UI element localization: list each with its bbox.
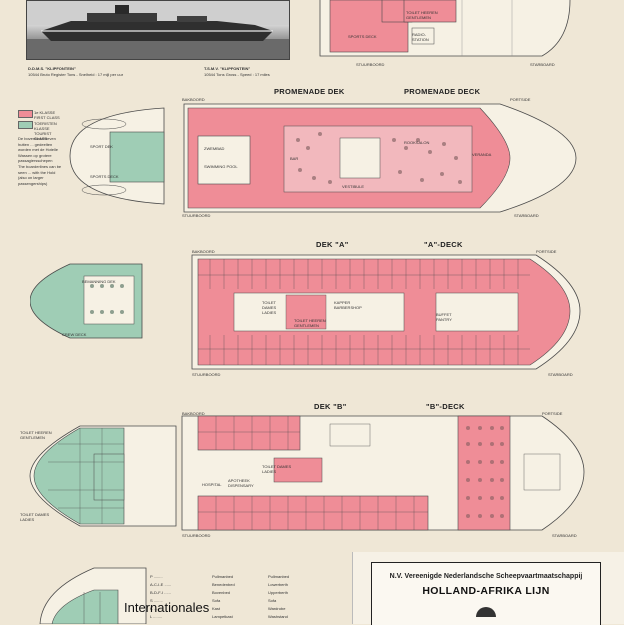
deck-a-stuurboord-label: STUURBOORD bbox=[192, 372, 221, 377]
key-right-2: Upperberth bbox=[268, 590, 289, 595]
promenade-bakboord-label: BAKBOORD bbox=[182, 97, 205, 102]
key-right-1: Lowerberth bbox=[268, 582, 289, 587]
promenade-zwembad-label: ZWEMBAD bbox=[204, 146, 225, 151]
deck-a-kapper-label: KAPPER BARBERSHOP bbox=[334, 300, 362, 310]
top-toilet-label: TOILET HEEREN GENTLEMEN bbox=[406, 10, 438, 20]
photo-caption-left-2: 10544 Bruto Register Tons - Snelheid : 1… bbox=[28, 72, 124, 77]
left-crew-label: CREW DECK bbox=[62, 332, 87, 337]
key-right-4: Wardrobe bbox=[268, 606, 286, 611]
key-left-2: B-D-F-I ...... bbox=[150, 590, 171, 595]
legend-tourist-class-swatch bbox=[18, 121, 33, 129]
top-sports-deck-label: SPORTS DECK bbox=[348, 34, 377, 39]
deck-a-bakboord-label: BAKBOORD bbox=[192, 249, 215, 254]
company-panel: N.V. Vereenigde Nederlandsche Scheepvaar… bbox=[352, 552, 624, 625]
deck-a-dames-label: TOILET DAMES LADIES bbox=[262, 300, 277, 315]
promenade-starboard-label: STARBOARD bbox=[514, 213, 539, 218]
key-right-5: Washstand bbox=[268, 614, 288, 619]
company-name: N.V. Vereenigde Nederlandsche Scheepvaar… bbox=[389, 573, 583, 580]
left-deck-b-plan bbox=[29, 425, 177, 527]
top-radio-station-label: RADIO-STATION bbox=[412, 32, 429, 42]
key-left-0: P ........ bbox=[150, 574, 163, 579]
key-mid-3: Sofa bbox=[212, 598, 221, 603]
key-left-4: K ........ bbox=[150, 606, 163, 611]
deck-b-title-en: "B"-DECK bbox=[426, 402, 465, 411]
legend-note-dutch: De bovenbeschreven hutten ... gedeelten … bbox=[18, 136, 59, 163]
promenade-deck-plan bbox=[183, 103, 577, 213]
key-mid-5: Lampetkast bbox=[212, 614, 233, 619]
deck-b-plan bbox=[181, 415, 585, 531]
left-sport-deck-plan bbox=[69, 107, 165, 205]
key-left-5: L ........ bbox=[150, 614, 163, 619]
promenade-title-en: PROMENADE DECK bbox=[404, 87, 481, 96]
deck-b-stuurboord-label: STUURBOORD bbox=[182, 533, 211, 538]
deck-b-title-nl: DEK "B" bbox=[314, 402, 347, 411]
key-mid-1: Benedenbed bbox=[212, 582, 235, 587]
key-left-3: S ........ bbox=[150, 598, 163, 603]
promenade-pool-label: SWIMMING POOL bbox=[204, 164, 238, 169]
deck-b-apotheek-label: APOTHEEK DISPENSARY bbox=[228, 478, 254, 488]
company-box: N.V. Vereenigde Nederlandsche Scheepvaar… bbox=[371, 562, 601, 625]
deck-b-portside-label: PORTSIDE bbox=[542, 411, 563, 416]
left-sports-deck-label: SPORTS DECK bbox=[90, 174, 119, 179]
photo-caption-right-2: 10544 Tons Gross - Speed : 17 miles bbox=[204, 72, 270, 77]
top-starboard-label: STARBOARD bbox=[530, 62, 555, 67]
deck-a-buffet-label: BUFFET PANTRY bbox=[436, 312, 452, 322]
key-right-0: Pullmanbed bbox=[268, 574, 290, 579]
deck-a-title-nl: DEK "A" bbox=[316, 240, 349, 249]
key-mid-2: Bovenbed bbox=[212, 590, 231, 595]
top-stuurboord-label: STUURBOORD bbox=[356, 62, 385, 67]
deck-b-dames-label: TOILET DAMES LADIES bbox=[262, 464, 292, 474]
deck-a-heeren-label: TOILET HEEREN GENTLEMEN bbox=[294, 318, 326, 328]
ship-photograph bbox=[26, 0, 290, 60]
deck-a-portside-label: PORTSIDE bbox=[536, 249, 557, 254]
promenade-title-nl: PROMENADE DEK bbox=[274, 87, 345, 96]
key-right-3: Sofa bbox=[268, 598, 277, 603]
legend-note-english: The boarderlines can be seen ... with th… bbox=[18, 164, 62, 186]
legend-tourist-class-label: TOERISTEN KLASSE TOURIST CLASS bbox=[34, 121, 57, 141]
deck-b-hospital-label: HOSPITAL bbox=[202, 482, 222, 487]
deck-a-starboard-label: STARBOARD bbox=[548, 372, 573, 377]
left-sport-dek-label: SPORT DEK bbox=[90, 144, 113, 149]
key-left-1: A-C-I-E ...... bbox=[150, 582, 172, 587]
key-mid-0: Pullmanbed bbox=[212, 574, 234, 579]
promenade-veranda-label: VERANDA bbox=[472, 152, 492, 157]
company-logo-icon bbox=[476, 607, 496, 617]
left-b-heeren-label: TOILET HEEREN GENTLEMEN bbox=[20, 430, 52, 440]
top-deck-plan bbox=[319, 0, 571, 57]
watermark-text: Internationales bbox=[124, 600, 210, 615]
deck-a-plan bbox=[191, 254, 581, 370]
ship-photo-image bbox=[27, 1, 289, 59]
company-line-name: HOLLAND-AFRIKA LIJN bbox=[422, 585, 550, 597]
left-b-dames-label: TOILET DAMES LADIES bbox=[20, 512, 50, 522]
promenade-portside-label: PORTSIDE bbox=[510, 97, 531, 102]
deck-a-title-en: "A"-DECK bbox=[424, 240, 463, 249]
left-bemanning-label: BEMANNING DEK bbox=[82, 279, 116, 284]
photo-caption-left-1: D.D.M.S. "KLIPFONTEIN" bbox=[28, 66, 76, 71]
deck-b-bakboord-label: BAKBOORD bbox=[182, 411, 205, 416]
legend-first-class-swatch bbox=[18, 110, 33, 118]
left-deck-c-plan bbox=[39, 567, 147, 624]
left-crew-deck-plan bbox=[30, 263, 143, 339]
promenade-bar-label: BAR bbox=[290, 156, 299, 161]
promenade-stuurboord-label: STUURBOORD bbox=[182, 213, 211, 218]
promenade-rooksalon-label: ROOKSALON bbox=[404, 140, 430, 145]
key-mid-4: Kast bbox=[212, 606, 221, 611]
photo-caption-right-1: T.S.M.V. "KLIPFONTEIN" bbox=[204, 66, 251, 71]
promenade-vestibule-label: VESTIBULE bbox=[342, 184, 365, 189]
deck-b-starboard-label: STARBOARD bbox=[552, 533, 577, 538]
legend-first-class-label: 1e KLASSE FIRST CLASS bbox=[34, 110, 60, 120]
